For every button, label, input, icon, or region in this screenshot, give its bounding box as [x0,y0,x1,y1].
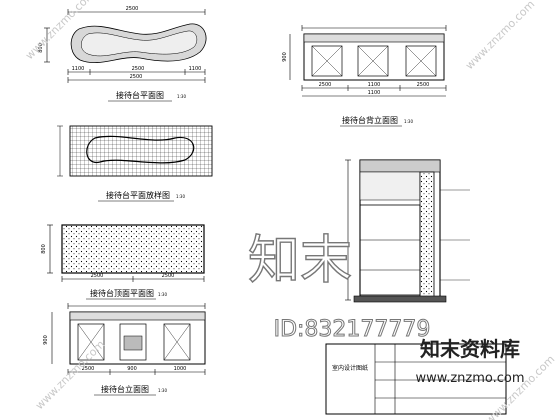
watermark-id: ID:832177779 [274,317,431,342]
plan-view: 2500 800 1100 2500 1100 2500 接待台平面图 1:30 [38,6,207,102]
plan-dim-top: 2500 [126,6,139,12]
back-dim-side: 900 [282,52,288,62]
plan-scale: 1:30 [177,94,186,99]
back-caption: 接待台背立面图 [342,115,398,125]
top-surface [61,224,205,274]
top-view: 800 2500 2500 接待台顶面平面图 1:30 [41,224,205,300]
section-upper-box [359,171,421,201]
ceiling-grid [69,125,213,177]
title-block-frame [325,343,507,415]
ceiling-caption: 接待台平面放样图 [106,190,170,200]
front-dim-b3: 1000 [174,366,187,372]
plan-dim-total: 2500 [130,74,143,80]
section-panel-dotted [419,171,435,301]
front-panel-1 [77,323,105,361]
plan-dim-b3: 1100 [189,66,202,72]
ceiling-scale: 1:30 [176,194,185,199]
plan-dim-b1: 1100 [72,66,85,72]
ceiling-outline-curve [86,135,195,164]
back-drawer-3 [405,45,437,77]
front-dim-b2: 900 [127,366,137,372]
title-block-label: 室内设计图纸 [332,364,368,372]
plan-counter-inner [81,30,198,57]
title-block: 室内设计图纸 [325,343,507,415]
front-caption: 接待台立面图 [101,384,149,394]
section-cabinet [359,204,421,296]
top-dim-b2: 2500 [162,273,175,279]
back-drawer-2 [357,45,389,77]
front-panel-2 [119,323,147,361]
front-view: 900 2500 900 1000 接待台立面图 1:30 [43,303,206,396]
plan-dim-b2: 2500 [132,66,145,72]
plan-caption: 接待台平面图 [116,90,164,100]
front-panel-3 [163,323,191,361]
watermark-diag-2: www.znzmo.com [463,0,537,72]
back-scale: 1:30 [404,119,413,124]
back-dim-total: 1100 [368,90,381,96]
plan-dim-side: 800 [38,43,44,53]
back-top-band [303,33,445,43]
watermark-brand-name: 知末资料库 [420,337,520,361]
ceiling-view: 接待台平面放样图 1:30 [57,125,213,202]
section-base [353,295,447,303]
watermark-url: www.znzmo.com [415,371,524,386]
top-caption: 接待台顶面平面图 [90,288,154,298]
section-view [345,159,470,303]
top-dim-side: 800 [41,244,47,254]
front-dim-side: 900 [43,335,49,345]
back-dim-b1: 2500 [319,82,332,88]
back-dim-b3: 2500 [417,82,430,88]
front-scale: 1:30 [158,388,167,393]
front-dim-b1: 2500 [82,366,95,372]
watermark-brand-big: 知末 [248,231,352,291]
top-scale: 1:30 [158,292,167,297]
section-counter-top [359,159,441,173]
back-drawer-1 [311,45,343,77]
back-dim-b2: 1100 [368,82,381,88]
top-dim-b1: 2500 [91,273,104,279]
back-view: 900 2500 1100 2500 1100 接待台背立面图 1:30 [282,25,447,127]
front-top-band [69,311,206,321]
